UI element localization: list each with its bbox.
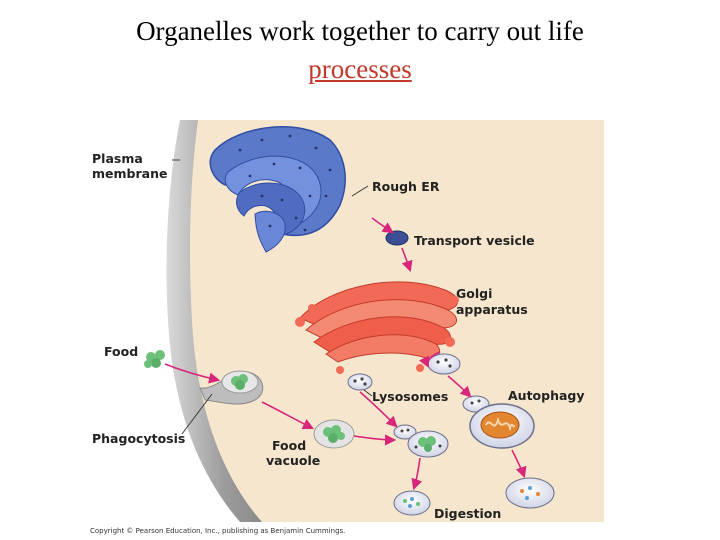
label-transport-vesicle: Transport vesicle	[414, 233, 535, 248]
lysosome-fusing	[393, 424, 417, 440]
label-digestion: Digestion	[434, 506, 501, 521]
lysosome-right	[427, 353, 461, 375]
transport-vesicle	[385, 230, 409, 246]
food-particle-in-pocket	[231, 374, 248, 390]
lysosome-left	[347, 373, 373, 391]
label-plasma-membrane-1: Plasma	[92, 151, 143, 166]
autophagy-vesicle	[469, 403, 535, 449]
label-autophagy: Autophagy	[508, 388, 585, 403]
rough-er	[209, 126, 346, 253]
label-golgi-1: Golgi	[456, 286, 492, 301]
golgi-apparatus	[295, 281, 459, 374]
label-food-vacuole-1: Food	[272, 438, 306, 453]
digestion-vesicle-left	[393, 490, 431, 516]
label-food: Food	[104, 344, 138, 359]
label-phagocytosis: Phagocytosis	[92, 431, 185, 446]
plasma-membrane	[166, 120, 262, 522]
label-golgi-2: apparatus	[456, 302, 528, 317]
label-food-vacuole-2: vacuole	[266, 453, 320, 468]
label-plasma-membrane-2: membrane	[92, 166, 167, 181]
title-line-2-link[interactable]: processes	[308, 54, 412, 84]
leader-lines	[172, 159, 373, 435]
food-particle	[144, 350, 165, 368]
slide-title: Organelles work together to carry out li…	[0, 12, 720, 88]
label-rough-er: Rough ER	[372, 179, 440, 194]
digestion-vesicle-right	[505, 477, 555, 509]
label-lysosomes: Lysosomes	[372, 389, 448, 404]
copyright-notice: Copyright © Pearson Education, Inc., pub…	[90, 527, 345, 535]
fused-food-vacuole	[407, 430, 449, 458]
food-vacuole	[313, 419, 355, 449]
pathway-arrows	[164, 217, 527, 491]
title-line-1: Organelles work together to carry out li…	[136, 16, 584, 46]
